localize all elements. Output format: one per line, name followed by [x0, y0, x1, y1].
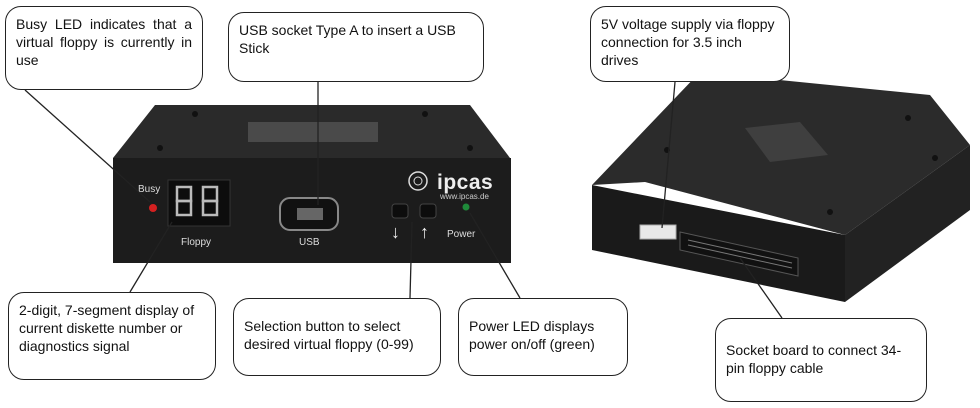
usb-label: USB [299, 237, 320, 248]
power-connector-icon [639, 224, 677, 240]
rear-device-side [845, 145, 970, 302]
brand-name: ipcas [437, 171, 494, 194]
busy-label: Busy [138, 184, 161, 195]
up-arrow-icon: ↑ [420, 222, 429, 242]
busy-led-icon [149, 204, 157, 212]
callout-busy-led: Busy LED indicates that a virtual floppy… [5, 6, 203, 90]
callout-usb-socket: USB socket Type A to insert a USB Stick [228, 12, 484, 82]
screw-hole [932, 155, 938, 161]
down-arrow-icon: ↓ [391, 222, 400, 242]
screw-hole [157, 145, 163, 151]
front-device-top-label [248, 122, 378, 142]
brand-url: www.ipcas.de [440, 192, 489, 201]
callout-voltage: 5V voltage supply via floppy connection … [590, 6, 790, 82]
rear-device-label [745, 122, 828, 162]
power-led-icon [462, 203, 470, 211]
usb-port-inner [297, 208, 323, 220]
screw-hole [664, 147, 670, 153]
callout-selection: Selection button to select desired virtu… [233, 298, 441, 376]
callout-socket-board: Socket board to connect 34-pin floppy ca… [715, 318, 927, 402]
screw-hole [192, 111, 198, 117]
screw-hole [467, 145, 473, 151]
callout-power-led: Power LED displays power on/off (green) [458, 298, 628, 376]
ipcas-logo-icon [408, 171, 428, 191]
up-button[interactable] [419, 203, 437, 219]
down-button[interactable] [391, 203, 409, 219]
floppy-label: Floppy [181, 237, 212, 248]
screw-hole [827, 209, 833, 215]
screw-hole [422, 111, 428, 117]
digit-8-icon [175, 185, 219, 217]
callout-display: 2-digit, 7-segment display of current di… [8, 292, 216, 380]
power-label: Power [447, 229, 476, 240]
screw-hole [905, 115, 911, 121]
